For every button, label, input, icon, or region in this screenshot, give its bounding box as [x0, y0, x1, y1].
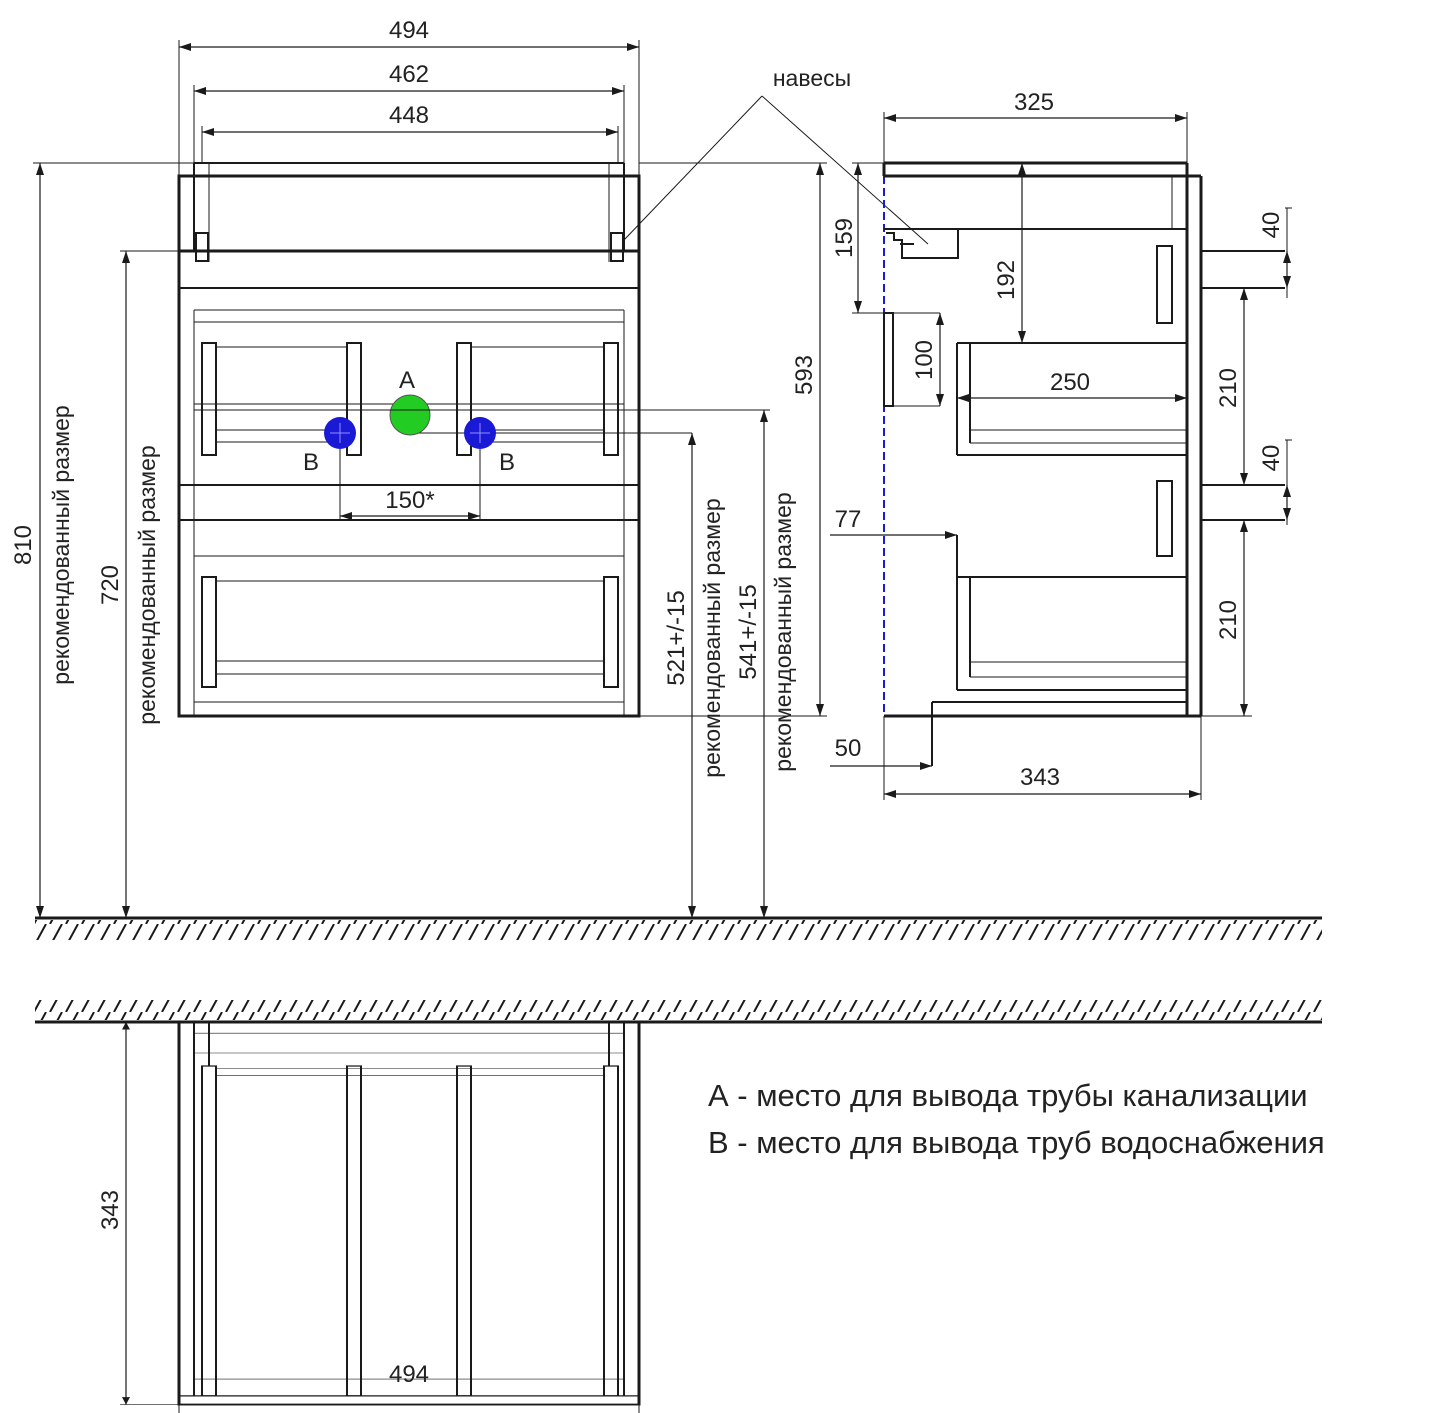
dim-width-outer: 494	[389, 17, 429, 44]
dim-height-521-note: рекомендованный размер	[699, 498, 725, 777]
dim-side-depth-top: 325	[1014, 89, 1054, 116]
dim-height-total: 810	[10, 525, 37, 565]
dim-width-inner: 448	[389, 102, 429, 129]
dim-side-50: 50	[835, 735, 862, 762]
side-view	[882, 161, 1285, 766]
front-width-dims: 494 462 448 150*	[178, 17, 640, 520]
dim-side-210-bottom: 210	[1215, 600, 1242, 640]
legend-a: А - место для вывода трубы канализации	[708, 1078, 1308, 1113]
dim-height-541-note: рекомендованный размер	[770, 492, 796, 771]
plan-dims: 343 494	[97, 1021, 640, 1413]
marker-a-label: A	[399, 367, 415, 394]
dim-height-total-note: рекомендованный размер	[48, 405, 74, 684]
dim-height-521: 521+/-15	[663, 590, 690, 685]
hinges-callout: навесы	[623, 65, 929, 245]
dim-side-210-mid: 210	[1215, 368, 1242, 408]
dim-height-593: 593	[791, 355, 818, 395]
dim-side-250: 250	[1050, 369, 1090, 396]
front-height-dims: 810 рекомендованный размер 720 рекомендо…	[10, 162, 827, 918]
wall-line	[35, 1000, 1322, 1024]
marker-b-left-label: B	[303, 449, 319, 476]
legend: А - место для вывода трубы канализации В…	[708, 1078, 1325, 1160]
drain-pipe-marker	[389, 394, 431, 436]
water-pipe-marker-right	[464, 417, 496, 449]
marker-b-right-label: B	[499, 449, 515, 476]
dim-pipe-spacing: 150*	[385, 487, 434, 514]
front-view	[177, 162, 641, 718]
floor-line	[35, 916, 1322, 940]
dim-side-77: 77	[835, 506, 862, 533]
plan-view	[177, 1021, 641, 1406]
legend-b: В - место для вывода труб водоснабжения	[708, 1125, 1325, 1160]
dim-side-100: 100	[911, 340, 938, 380]
side-dims: 325 159 192 100 250 40 210 40 210 77	[830, 89, 1292, 800]
hinges-label: навесы	[773, 65, 851, 91]
dim-plan-depth: 343	[97, 1190, 124, 1230]
dim-side-40-mid: 40	[1258, 445, 1285, 472]
dim-side-40-top: 40	[1258, 212, 1285, 239]
dim-height-541: 541+/-15	[735, 584, 762, 679]
dim-height-720-note: рекомендованный размер	[134, 445, 160, 724]
dim-side-192: 192	[993, 260, 1020, 300]
dim-width-mid: 462	[389, 61, 429, 88]
dim-side-depth-bottom: 343	[1020, 764, 1060, 791]
dim-plan-width: 494	[389, 1361, 429, 1388]
water-pipe-marker-left	[324, 417, 356, 449]
dim-height-720: 720	[97, 565, 124, 605]
pipe-markers: A B B	[303, 367, 692, 520]
dim-side-159: 159	[831, 218, 858, 258]
